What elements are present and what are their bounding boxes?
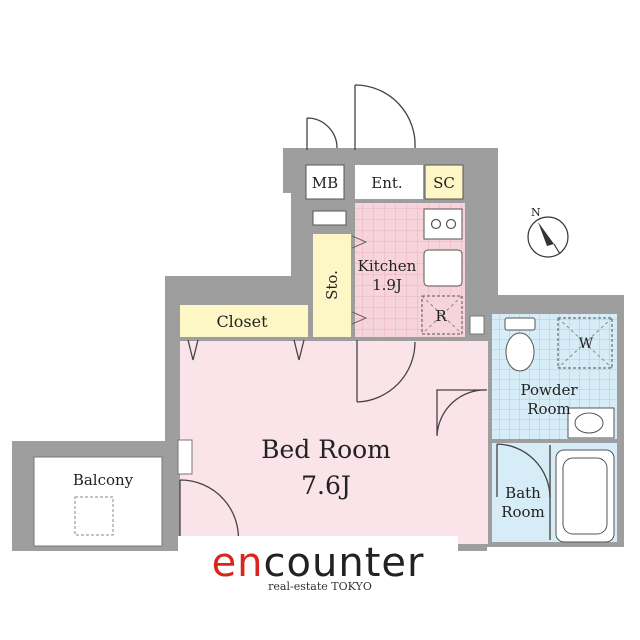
- washbasin-bowl: [574, 412, 604, 434]
- balcony-door[interactable]: [179, 479, 240, 546]
- compass: N: [527, 206, 569, 258]
- label-powder-line1: Powder: [520, 381, 578, 399]
- mb-door[interactable]: [306, 117, 338, 150]
- label-balcony: Balcony: [73, 471, 134, 489]
- logo-backdrop: [178, 536, 458, 596]
- front-door[interactable]: [354, 84, 416, 150]
- corridor-panel: [469, 315, 485, 335]
- label-closet: Closet: [216, 312, 268, 331]
- bath-room-door[interactable]: [496, 443, 551, 498]
- logo-wordmark: encounter: [212, 540, 425, 586]
- entrance-floor: [355, 165, 423, 199]
- label-mb: MB: [312, 174, 338, 192]
- compass-north-label: N: [531, 206, 541, 219]
- toilet-bowl: [505, 332, 535, 372]
- logo-wordmark-black: counter: [264, 540, 425, 586]
- stove-burner-left: [430, 218, 442, 230]
- stove: [423, 208, 463, 240]
- storage-floor: [313, 234, 351, 337]
- label-bath-line1: Bath: [505, 484, 541, 502]
- kitchen-door[interactable]: [356, 340, 416, 403]
- label-refrigerator: R: [435, 307, 447, 325]
- storage-hooks: [351, 235, 368, 325]
- label-entrance: Ent.: [371, 174, 402, 192]
- closet-doors[interactable]: [187, 339, 305, 361]
- toilet-tank: [504, 317, 536, 331]
- label-sc: SC: [433, 174, 455, 192]
- label-bedroom-size: 7.6J: [301, 471, 351, 500]
- washer-space: [557, 317, 613, 369]
- powder-room-door[interactable]: [436, 389, 488, 437]
- label-bedroom: Bed Room: [261, 435, 391, 464]
- logo-wordmark-red: en: [212, 540, 264, 586]
- bathtub: [555, 449, 615, 543]
- shoe-cabinet: [424, 164, 464, 200]
- washer-cross: [557, 317, 613, 369]
- label-washer: W: [579, 336, 594, 352]
- label-bath-line2: Room: [501, 503, 545, 521]
- label-storage: Sto.: [323, 270, 341, 300]
- meter-box: [305, 164, 345, 200]
- bathtub-inner: [562, 457, 608, 535]
- closet-floor: [180, 305, 308, 337]
- refrigerator-space: [421, 295, 463, 335]
- compass-needle-icon: [538, 222, 554, 246]
- encounter-logo: encounter real-estate TOKYO: [178, 536, 458, 596]
- logo-tagline: real-estate TOKYO: [268, 580, 372, 593]
- kitchen-sink: [423, 249, 463, 287]
- label-powder-line2: Room: [527, 400, 571, 418]
- entry-shelf: [312, 210, 347, 226]
- stove-burner-right: [445, 218, 457, 230]
- balcony-floor: [33, 456, 163, 547]
- bedroom-wall-opening: [177, 439, 193, 475]
- label-kitchen-size: 1.9J: [372, 276, 402, 294]
- label-kitchen: Kitchen: [358, 257, 417, 275]
- balcony-drain: [74, 496, 114, 536]
- compass-needle-tail: [553, 243, 561, 255]
